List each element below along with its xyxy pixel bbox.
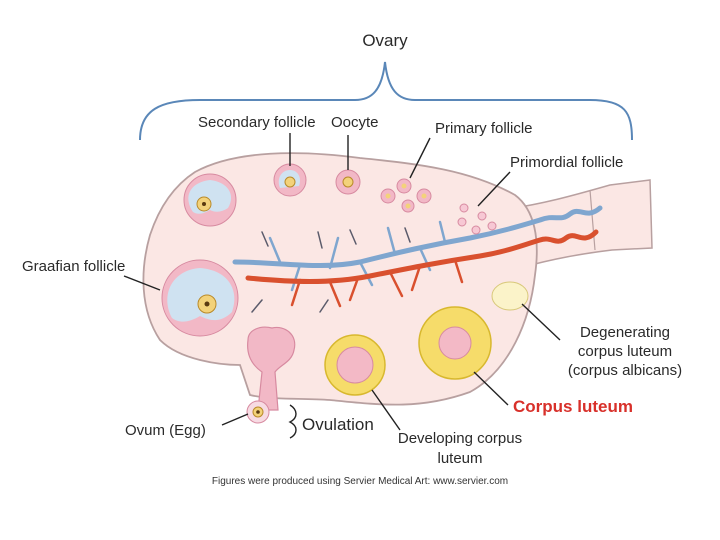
vein [232, 205, 603, 269]
corpus-albicans [491, 281, 529, 311]
label-degenerating-line1: Degenerating [579, 324, 671, 341]
leader-lines [123, 133, 561, 439]
label-corpus-luteum: Corpus luteum [513, 397, 633, 416]
primary-follicles [380, 178, 432, 213]
label-secondary-follicle: Secondary follicle [198, 114, 316, 131]
primordial-follicles [457, 203, 497, 235]
secondary-follicle [273, 163, 307, 197]
label-developing-line2: luteum [437, 450, 483, 467]
credit-line: Figures were produced using Servier Medi… [211, 476, 509, 487]
graafian-follicle [161, 259, 239, 337]
label-primary-follicle: Primary follicle [435, 120, 533, 137]
label-primordial-follicle: Primordial follicle [510, 154, 624, 171]
label-graafian-follicle: Graafian follicle [22, 258, 126, 275]
label-oocyte: Oocyte [331, 114, 379, 131]
label-degenerating-line2: corpus luteum [577, 343, 673, 360]
label-ovum: Ovum (Egg) [125, 422, 206, 439]
title-ovary: Ovary [362, 31, 408, 50]
label-degenerating-line3: (corpus albicans) [567, 362, 683, 379]
graafian-follicle-upper [183, 173, 237, 227]
oocyte-follicle [335, 169, 361, 195]
corpus-luteum [418, 306, 492, 380]
ovary-brace [139, 61, 633, 141]
developing-corpus-luteum [324, 334, 386, 396]
ovulating-follicle [246, 326, 296, 424]
label-ovulation: Ovulation [302, 415, 374, 434]
artery [245, 229, 599, 284]
label-developing-line1: Developing corpus [397, 430, 523, 447]
